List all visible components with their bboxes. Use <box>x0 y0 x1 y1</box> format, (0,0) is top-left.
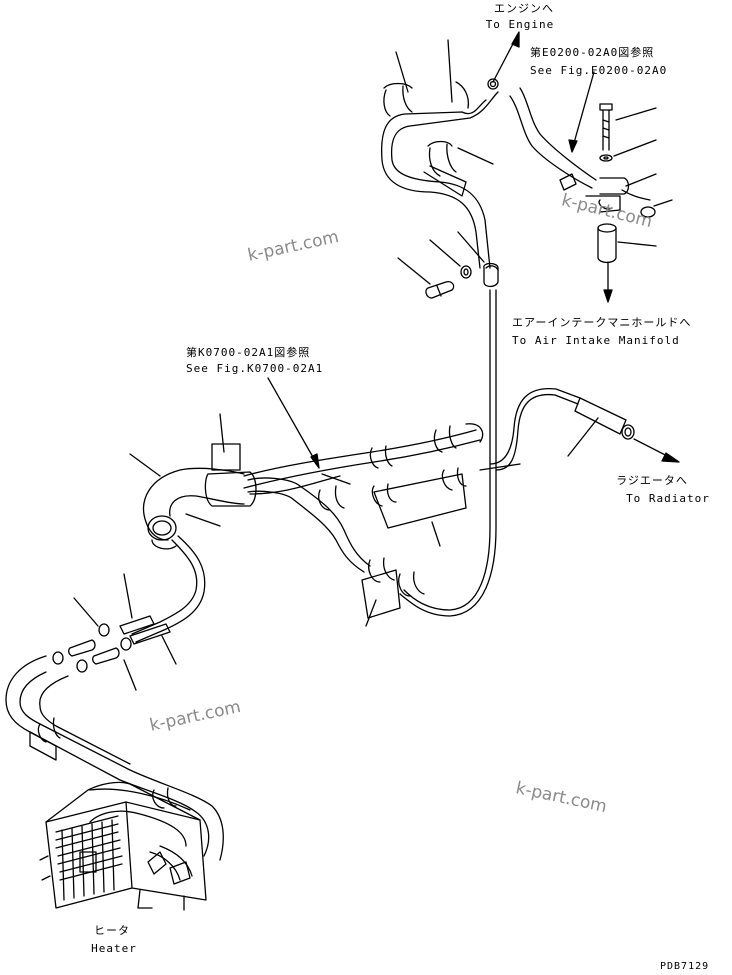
fig-k0700-label-jp: 第K0700-02A1図参照 <box>186 346 311 359</box>
radiator-label-jp: ラジエータへ <box>616 474 688 487</box>
manifold-label-jp: エアーインテークマニホールドへ <box>512 316 692 329</box>
arrow-to-engine <box>492 31 520 83</box>
fig-e0200-label-en: See Fig.E0200-02A0 <box>530 64 668 77</box>
middle-harness-and-clamps <box>219 413 484 627</box>
fig-e0200-label-jp: 第E0200-02A0図参照 <box>530 46 655 59</box>
heater-hoses <box>5 535 224 861</box>
arrow-to-radiator <box>633 438 680 463</box>
heater-label-jp: ヒータ <box>94 924 130 937</box>
manifold-label-en: To Air Intake Manifold <box>512 334 680 347</box>
radiator-label-en: To Radiator <box>626 492 710 505</box>
engine-label-jp: エンジンへ <box>494 2 554 15</box>
arrow-to-manifold <box>603 261 613 303</box>
heater-label-en: Heater <box>91 942 137 955</box>
heater-unit <box>39 781 207 911</box>
vertical-return-hose <box>399 289 581 617</box>
drawing-number: PDB7129 <box>660 961 710 972</box>
bolt-and-washer <box>397 231 485 299</box>
elbow-hose <box>129 443 257 550</box>
engine-hose-assembly <box>380 39 499 288</box>
pointer-fig-e0200 <box>568 71 595 153</box>
bracket-cluster <box>509 87 673 264</box>
fig-k0700-label-en: See Fig.K0700-02A1 <box>186 362 324 375</box>
pointer-fig-k0700 <box>267 377 320 469</box>
engine-label-en: To Engine <box>485 18 555 31</box>
radiator-pipe <box>567 397 635 457</box>
